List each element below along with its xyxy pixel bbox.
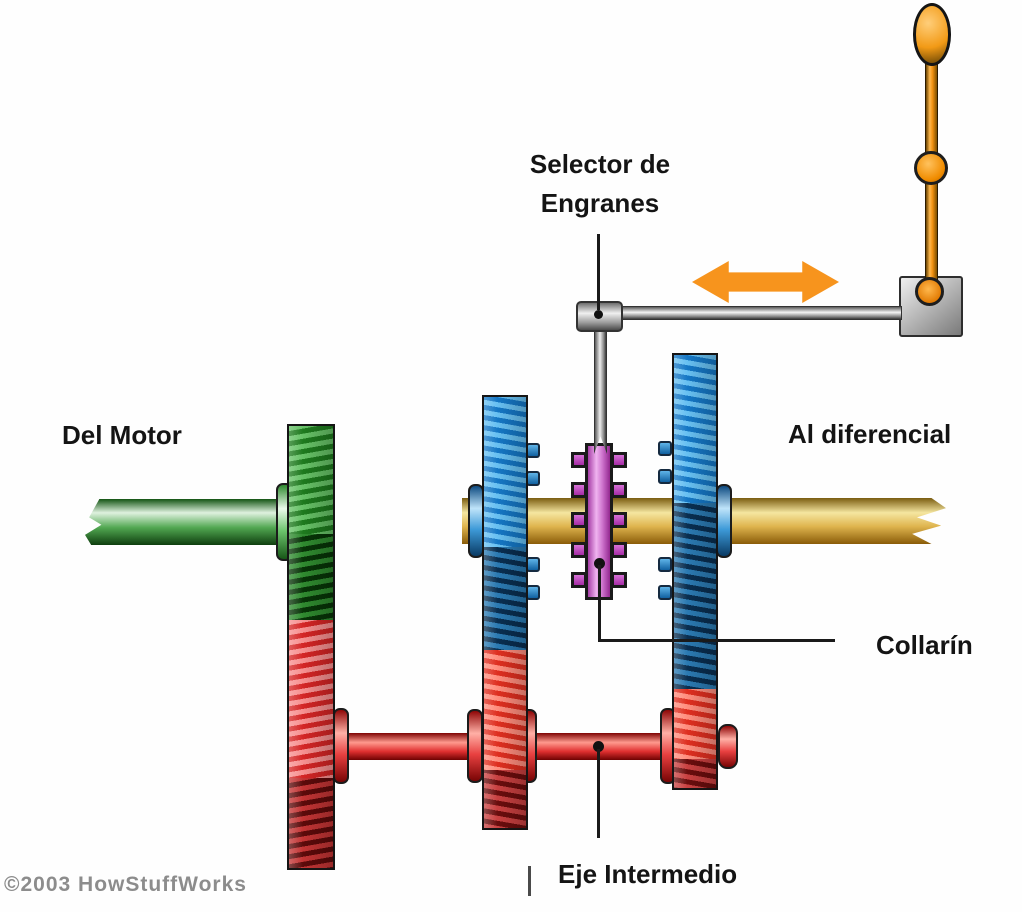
input-shaft-green (85, 499, 290, 545)
shifter-knob (913, 3, 951, 66)
collar-tooth (571, 542, 587, 558)
right-gear-blue-light (674, 355, 716, 503)
countershaft-end-cap (718, 724, 738, 769)
selector-fork-rod (594, 328, 607, 454)
output-shaft-hub-right (716, 484, 732, 558)
shifter-base-pivot (915, 277, 944, 306)
right-gear-red-light (674, 689, 716, 759)
copyright-text: ©2003 HowStuffWorks (4, 873, 247, 896)
gear-selector-label: Selector de Engranes (529, 149, 671, 218)
collar-tooth (611, 572, 627, 588)
collar-pointer-line-v (598, 565, 601, 642)
countershaft-hub-2 (467, 709, 483, 783)
countershaft-label: Eje Intermedio (558, 859, 738, 889)
collar-tooth (611, 452, 627, 468)
left-gear-red-light (289, 620, 333, 778)
collar-tooth (611, 512, 627, 528)
middle-gear-dog-tooth (526, 585, 540, 600)
left-gear (287, 424, 335, 870)
right-gear-red-dark (674, 759, 716, 788)
middle-gear-blue-light (484, 397, 526, 547)
middle-gear-dog-tooth (526, 471, 540, 486)
left-gear-green-light (289, 426, 333, 534)
from-engine-label: Del Motor (62, 420, 182, 450)
middle-gear-red-light (484, 650, 526, 770)
selector-pointer-line (597, 234, 600, 310)
middle-gear-dog-tooth (526, 557, 540, 572)
right-gear-dog-tooth (658, 585, 672, 600)
middle-gear-red-dark (484, 770, 526, 828)
shifter-pivot-ball (914, 151, 948, 185)
collar-pointer-line-h (598, 639, 835, 642)
collar-tooth (571, 572, 587, 588)
right-gear-dog-tooth (658, 441, 672, 456)
double-arrow-icon (692, 261, 839, 303)
right-gear-blue-dark (674, 503, 716, 689)
middle-gear-blue-dark (484, 547, 526, 650)
middle-gear (482, 395, 528, 830)
left-gear-green-dark (289, 534, 333, 620)
countershaft-pointer-line (597, 749, 600, 838)
countershaft-pointer-dot (593, 741, 604, 752)
left-gear-red-dark (289, 778, 333, 868)
collar-label: Collarín (876, 630, 973, 660)
right-gear (672, 353, 718, 790)
tick-mark (528, 866, 531, 896)
to-differential-label: Al diferencial (788, 419, 952, 449)
collar-tooth (571, 452, 587, 468)
collar-tooth (611, 482, 627, 498)
middle-gear-dog-tooth (526, 443, 540, 458)
collar-tooth (571, 482, 587, 498)
right-gear-dog-tooth (658, 557, 672, 572)
right-gear-dog-tooth (658, 469, 672, 484)
selector-rod (622, 306, 902, 320)
collar-pointer-dot (594, 558, 605, 569)
countershaft-hub-1 (333, 708, 349, 784)
collar-tooth (571, 512, 587, 528)
collar-tooth (611, 542, 627, 558)
selector-pivot-dot (594, 310, 603, 319)
